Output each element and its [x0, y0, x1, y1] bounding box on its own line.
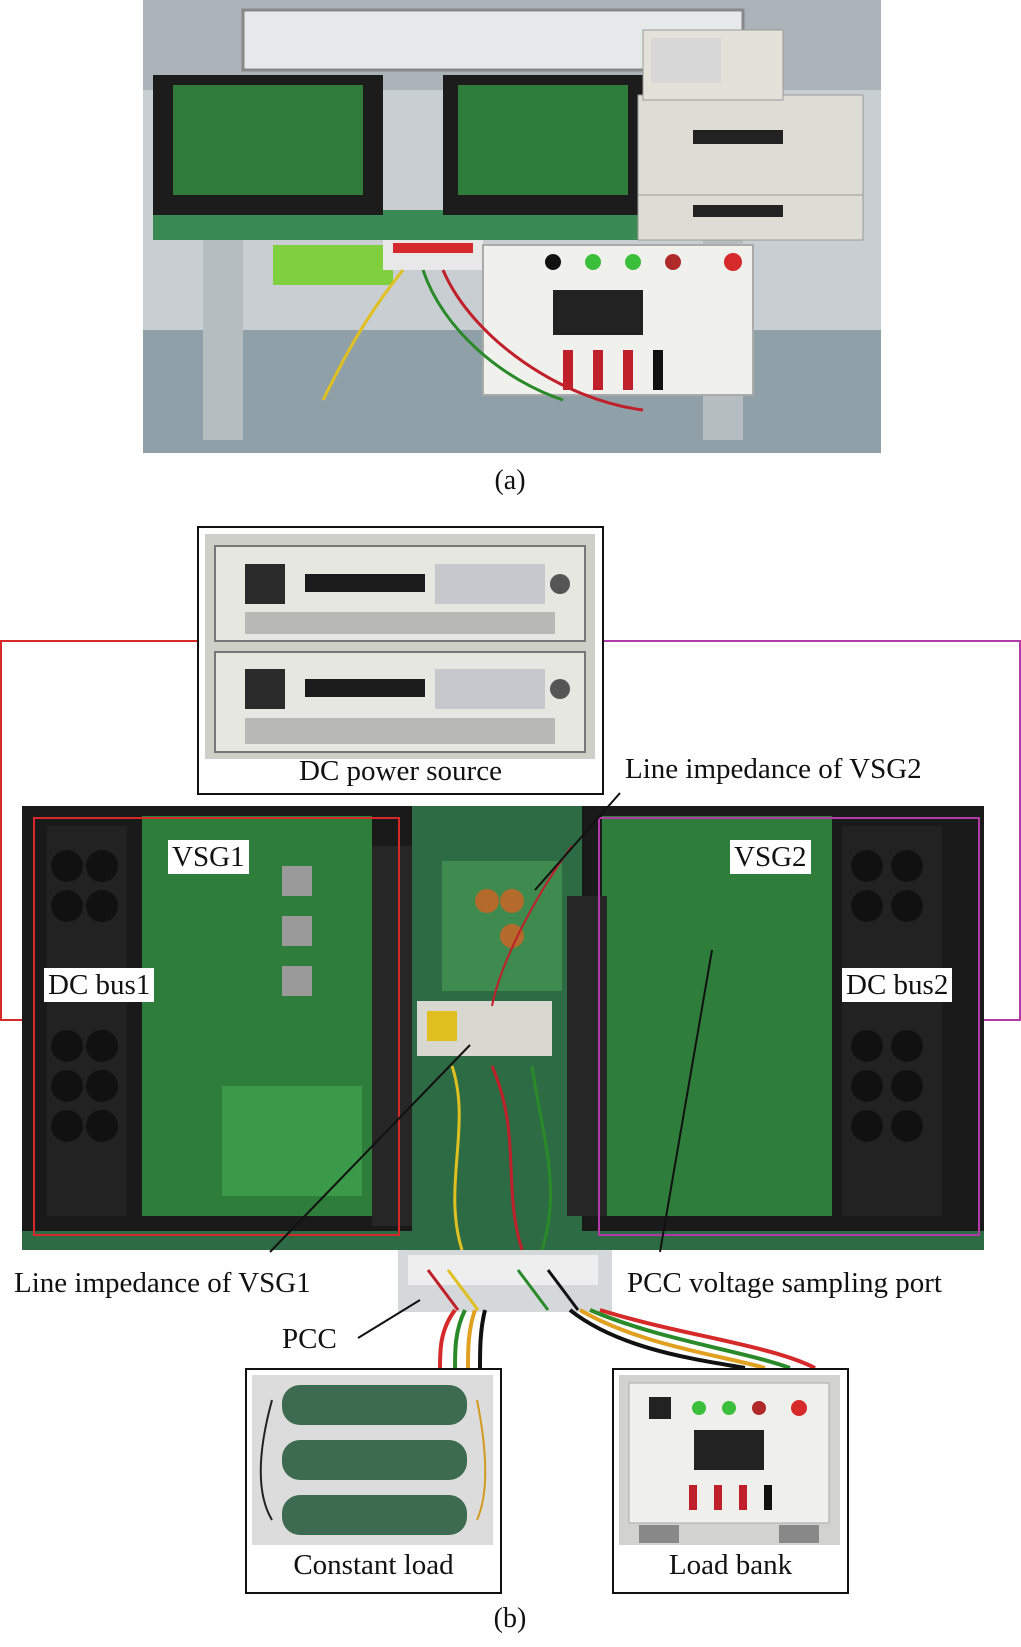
photo-b-inverter-boards [22, 806, 984, 1250]
dc-power-source-panel: DC power source [197, 526, 604, 795]
caption-b: (b) [493, 1603, 527, 1634]
label-pcc-voltage-sampling-port: PCC voltage sampling port [627, 1267, 942, 1299]
label-line-impedance-vsg1: Line impedance of VSG1 [14, 1267, 311, 1299]
label-vsg1: VSG1 [168, 840, 249, 874]
label-pcc: PCC [282, 1323, 337, 1355]
vsg1-frame [33, 817, 400, 1236]
dc-power-source-label: DC power source [299, 755, 502, 787]
photo-pcc-terminal [398, 1250, 612, 1312]
vsg2-frame [598, 817, 980, 1236]
inverter-boards-illustration [22, 806, 984, 1250]
pcc-terminal-illustration [398, 1250, 612, 1312]
label-vsg2: VSG2 [730, 840, 811, 874]
load-bank-photo [619, 1375, 840, 1545]
constant-load-label: Constant load [293, 1549, 454, 1581]
caption-a: (a) [494, 465, 526, 496]
constant-load-photo [252, 1375, 493, 1545]
constant-load-panel: Constant load [245, 1368, 502, 1594]
label-dc-bus1: DC bus1 [44, 968, 155, 1002]
label-dc-bus2: DC bus2 [842, 968, 953, 1002]
label-line-impedance-vsg2: Line impedance of VSG2 [625, 753, 922, 785]
load-bank-panel: Load bank [612, 1368, 849, 1594]
lab-setup-illustration [143, 0, 881, 453]
load-bank-label: Load bank [668, 1549, 793, 1581]
photo-a-lab-setup [143, 0, 881, 453]
dc-power-source-photo [205, 534, 595, 759]
